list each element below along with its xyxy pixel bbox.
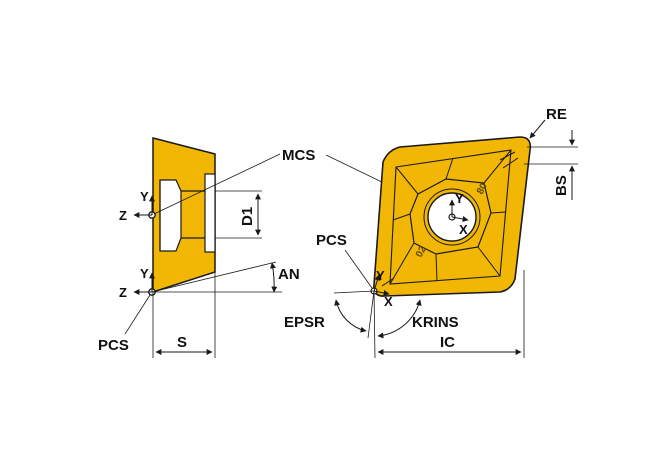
top-pcs-y-axis-label: Y xyxy=(376,268,385,283)
an-label: AN xyxy=(278,266,300,283)
side-pcs-z-axis-label: Z xyxy=(119,285,127,300)
epsr-label: EPSR xyxy=(284,314,325,331)
bs-label: BS xyxy=(553,175,570,196)
d1-label: D1 xyxy=(239,207,256,226)
re-label: RE xyxy=(546,106,567,123)
top-mcs-x-axis-label: X xyxy=(459,222,468,237)
pcs-left-label: PCS xyxy=(98,337,129,354)
mcs-label: MCS xyxy=(282,147,315,164)
top-view: 80 02 Y X Y X PCS EPSR KRINS IC RE xyxy=(284,106,578,359)
side-pcs-y-axis-label: Y xyxy=(140,266,149,281)
side-view: Y Z Y Z D1 AN S PCS xyxy=(98,137,300,358)
top-mcs-y-axis-label: Y xyxy=(455,191,464,206)
side-view-hole-cut xyxy=(159,179,182,252)
engraving-left: 02 xyxy=(414,244,429,259)
pcs-right-label: PCS xyxy=(316,232,347,249)
krins-label: KRINS xyxy=(412,314,459,331)
engraving-top: 80 xyxy=(475,181,490,196)
top-pcs-x-axis-label: X xyxy=(384,294,393,309)
s-label: S xyxy=(177,334,187,351)
top-view-hole-counterbore xyxy=(423,188,481,246)
side-view-chamfer-cut xyxy=(204,173,216,253)
side-mcs-z-axis-label: Z xyxy=(119,208,127,223)
ic-label: IC xyxy=(440,334,455,351)
side-mcs-y-axis-label: Y xyxy=(140,189,149,204)
